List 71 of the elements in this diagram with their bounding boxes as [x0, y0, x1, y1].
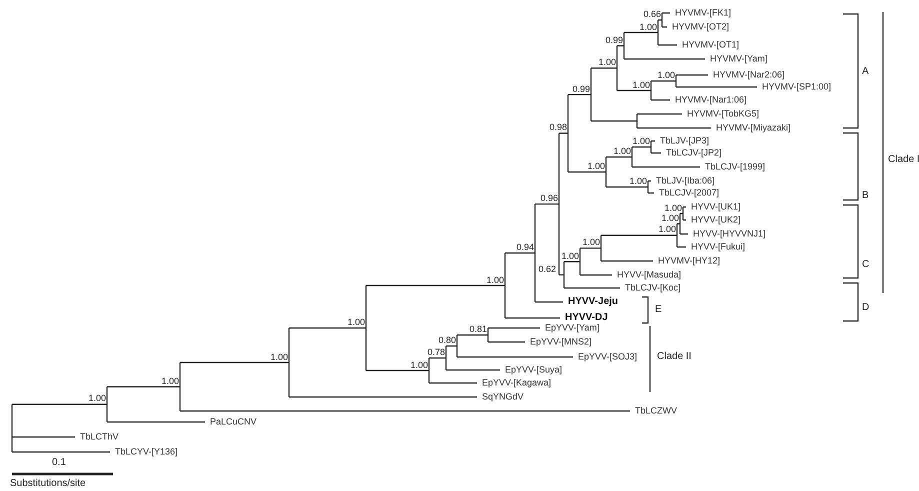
support-value: 0.99	[605, 36, 623, 45]
support-value: 0.96	[540, 194, 558, 204]
support-value: 1.00	[661, 214, 679, 223]
taxon-label: HYVV-[Masuda]	[617, 270, 682, 280]
support-value: 0.80	[438, 336, 456, 345]
support-value: 1.00	[561, 252, 579, 261]
taxon-label: HYVMV-[OT1]	[682, 40, 740, 50]
taxon-label: EpYVV-[Yam]	[545, 324, 600, 332]
support-value: 1.00	[657, 71, 675, 80]
support-value: 1.00	[582, 238, 600, 248]
clade-label: Clade II	[657, 352, 692, 362]
taxon-label: HYVV-Jeju	[568, 297, 618, 307]
support-value: 1.00	[632, 137, 650, 146]
support-value: 1.00	[486, 276, 504, 284]
taxon-label: TbLCJV-[Koc]	[625, 284, 681, 292]
support-value: 1.00	[664, 204, 682, 212]
taxon-label: HYVV-[UK2]	[691, 216, 741, 224]
taxon-label: TbLCJV-[JP2]	[666, 148, 722, 158]
scale-value: 0.1	[52, 458, 66, 468]
taxon-label: TbLCJV-[2007]	[659, 188, 720, 198]
support-value: 1.00	[161, 376, 179, 386]
taxon-label: HYVMV-[FK1]	[675, 8, 732, 18]
support-value: 1.00	[632, 80, 650, 90]
support-value: 1.00	[88, 394, 106, 404]
clade-label: Clade I	[888, 155, 919, 165]
taxon-label: PaLCuCNV	[210, 418, 257, 426]
taxon-label: EpYVV-[Kagawa]	[482, 378, 552, 388]
taxon-label: HYVMV-[Nar2:06]	[713, 70, 785, 80]
support-value: 0.66	[643, 10, 661, 19]
support-value: 1.00	[639, 22, 657, 32]
support-value: 0.62	[538, 264, 556, 274]
support-value: 1.00	[598, 58, 616, 68]
taxon-label: TbLCJV-[1999]	[705, 162, 766, 172]
taxon-label: TbLCZWV	[635, 406, 678, 416]
taxon-label: HYVMV-[Nar1:06]	[675, 96, 747, 104]
support-value: 1.00	[613, 147, 631, 156]
taxon-label: EpYVV-[MNS2]	[530, 338, 592, 346]
support-value: 1.00	[658, 225, 676, 234]
clade-label: C	[862, 260, 870, 270]
support-value: 1.00	[270, 352, 288, 362]
clade-label: B	[862, 191, 869, 201]
taxon-label: EpYVV-[Suya]	[505, 366, 562, 374]
taxon-label: SqYNGdV	[482, 392, 524, 402]
clade-label: A	[862, 67, 869, 77]
support-value: 1.00	[347, 318, 365, 327]
taxon-label: EpYVV-[SOJ3]	[578, 352, 638, 362]
clade-label: E	[655, 305, 662, 315]
taxon-label: HYVMV-[TobKG5]	[687, 110, 760, 118]
taxon-label: HYVMV-[Miyazaki]	[716, 124, 791, 132]
support-value: 0.99	[572, 84, 590, 94]
taxon-label: HYVMV-[OT2]	[672, 22, 730, 32]
taxon-label: HYVMV-[Yam]	[710, 54, 768, 64]
taxon-label: HYVMV-[HY12]	[658, 256, 720, 266]
scale-unit-label: Substitutions/site	[10, 479, 86, 489]
support-value: 0.98	[549, 123, 567, 132]
taxon-label: TbLJV-[Iba:06]	[656, 176, 715, 186]
taxon-label: HYVMV-[SP1:00]	[762, 82, 832, 92]
taxon-label: TbLJV-[JP3]	[660, 136, 710, 146]
taxon-label: HYVV-[HYVVNJ1]	[693, 230, 766, 238]
support-value: 0.94	[516, 243, 534, 252]
taxon-label: HYVV-[UK1]	[691, 202, 741, 212]
taxon-label: HYVV-[Fukui]	[691, 242, 746, 252]
support-value: 1.00	[410, 360, 428, 370]
clade-label: D	[862, 303, 870, 313]
taxon-label: TbLCThV	[80, 432, 119, 442]
support-value: 1.00	[629, 177, 647, 186]
taxon-label: TbLCYV-[Y136]	[115, 448, 178, 456]
support-value: 0.81	[469, 325, 487, 334]
support-value: 1.00	[587, 162, 605, 171]
support-value: 0.78	[427, 348, 445, 357]
taxon-label: HYVV-DJ	[565, 313, 608, 323]
